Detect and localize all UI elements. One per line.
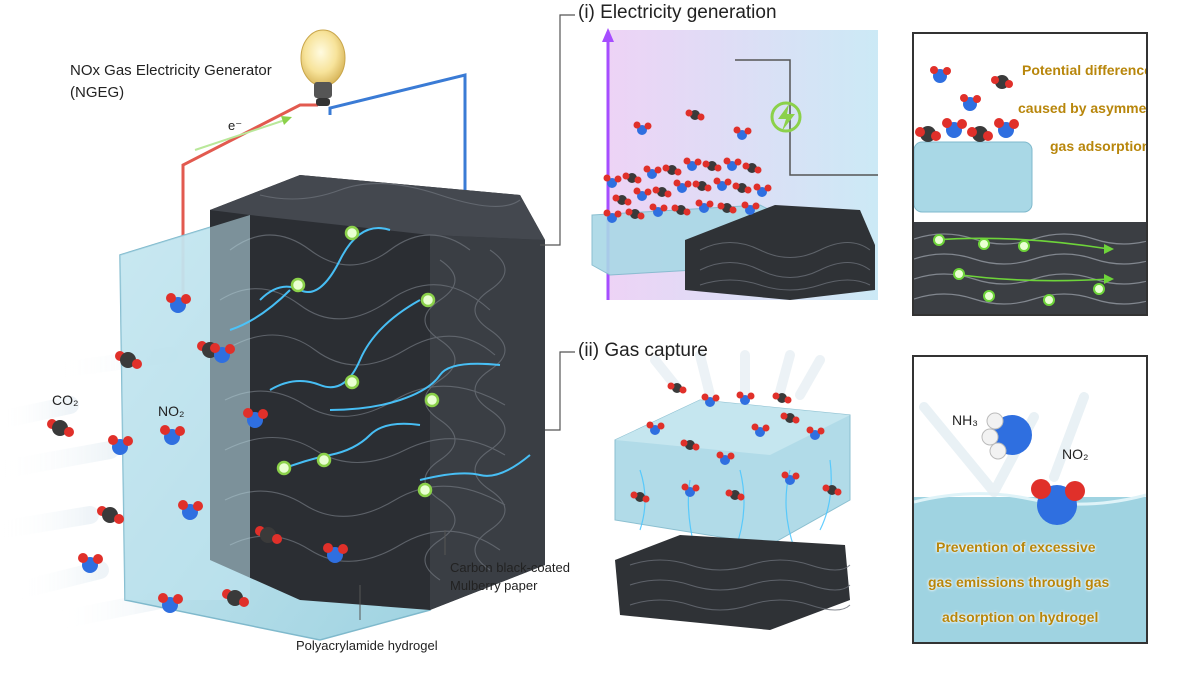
no2-label-panel: NO₂ [1062, 446, 1089, 462]
emission-prevention-panel: NH₃ NO₂ Prevention of excessive gas emis… [912, 355, 1148, 644]
paper-label-line1: Carbon black-coated [450, 560, 570, 575]
asymmetric-adsorption-panel: Potential differences caused by asymmetr… [912, 32, 1148, 316]
connector-electricity [540, 14, 575, 246]
gas-capture-scene [614, 350, 851, 630]
adsorption-caption-line2: caused by asymmetric [1018, 100, 1147, 116]
generator-title-line2: (NGEG) [70, 84, 125, 101]
electricity-generation-title: (i) Electricity generation [578, 2, 777, 23]
electron-arrowhead [281, 116, 292, 125]
electricity-generation-scene [591, 28, 878, 300]
prevention-caption-line2: gas emissions through gas [928, 574, 1110, 590]
electron-arrow [194, 119, 286, 151]
hydrogel-overlay [120, 215, 250, 600]
no2-label: NO₂ [158, 403, 185, 419]
prevention-caption-line3: adsorption on hydrogel [942, 609, 1099, 625]
connector-gas-capture [545, 351, 575, 431]
nh3-molecule [981, 412, 1032, 460]
asymmetric-adsorption-illustration [914, 66, 1146, 314]
co2-label: CO₂ [52, 392, 79, 408]
lightning-icon [770, 101, 802, 133]
adsorption-caption-line3: gas adsorption [1050, 138, 1148, 154]
prevention-caption-line1: Prevention of excessive [936, 539, 1096, 555]
gas-capture-title: (ii) Gas capture [578, 340, 708, 361]
paper-label-line2: Mulberry paper [450, 578, 538, 593]
generator-title-line1: NOx Gas Electricity Generator [70, 62, 272, 79]
lightbulb-icon [300, 29, 346, 106]
gas-molecules-main [47, 293, 348, 613]
negative-wire [328, 73, 467, 190]
carbon-paper-stack [210, 175, 545, 610]
gas-trails [0, 347, 178, 629]
hydrogel-label: Polyacrylamide hydrogel [296, 638, 438, 653]
electron-markers [276, 225, 440, 498]
nh3-label: NH₃ [952, 412, 978, 428]
adsorption-caption-line1: Potential differences [1022, 62, 1148, 78]
emission-prevention-illustration [914, 392, 1146, 642]
electron-label: e⁻ [228, 118, 243, 133]
no2-molecule [1031, 479, 1085, 525]
